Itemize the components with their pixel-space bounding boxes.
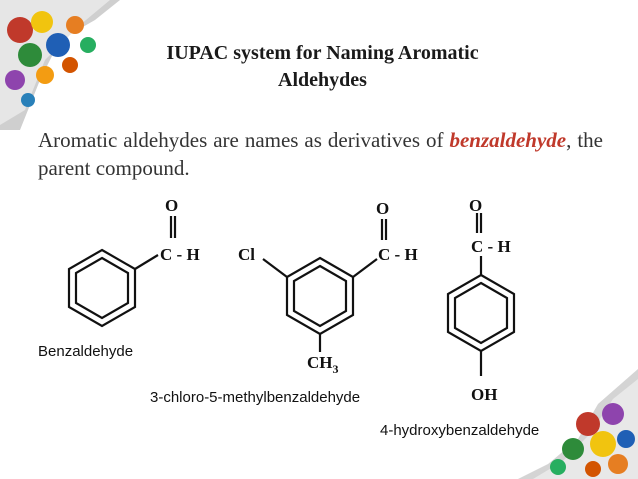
- chloro-methyl-label: 3-chloro-5-methylbenzaldehyde: [150, 389, 361, 406]
- mol3-aldehyde-group: C - H: [471, 237, 511, 256]
- mol2-chlorine: Cl: [238, 245, 255, 264]
- ch3-text: CH: [307, 353, 333, 372]
- chloro-methyl-ring: [285, 256, 355, 336]
- mol2-oxygen: O: [376, 199, 389, 218]
- title-line-1: IUPAC system for Naming Aromatic: [166, 42, 479, 64]
- mol3-hydroxyl: OH: [471, 385, 497, 404]
- mol1-aldehyde-group: C - H: [160, 245, 200, 264]
- cl-bond: [262, 258, 288, 278]
- mol1-oxygen: O: [165, 196, 178, 215]
- title-line-2: Aldehydes: [278, 69, 367, 91]
- cho-bond: [352, 258, 378, 278]
- body-end: , the parent compound.: [38, 128, 603, 180]
- mol2-aldehyde-group: C - H: [378, 245, 418, 264]
- hydroxy-ring: [446, 273, 516, 353]
- ch3-subscript: 3: [333, 362, 339, 376]
- body-highlight: benzaldehyde: [449, 128, 567, 152]
- mol3-oxygen: O: [469, 196, 482, 215]
- decorative-flowers-bottom-right: [518, 369, 638, 479]
- body-start: Aromatic aldehydes are names as derivati…: [38, 128, 444, 152]
- slide-title: IUPAC system for Naming Aromatic Aldehyd…: [120, 40, 525, 94]
- mol2-methyl: CH3: [307, 353, 339, 376]
- body-text: Aromatic aldehydes are names as derivati…: [38, 126, 603, 182]
- hydroxy-label: 4-hydroxybenzaldehyde: [380, 422, 540, 439]
- benzaldehyde-ring: [67, 248, 137, 328]
- decorative-flowers-top-left: [0, 0, 120, 130]
- benzaldehyde-bond: [134, 254, 159, 270]
- benzaldehyde-label: Benzaldehyde: [38, 343, 134, 360]
